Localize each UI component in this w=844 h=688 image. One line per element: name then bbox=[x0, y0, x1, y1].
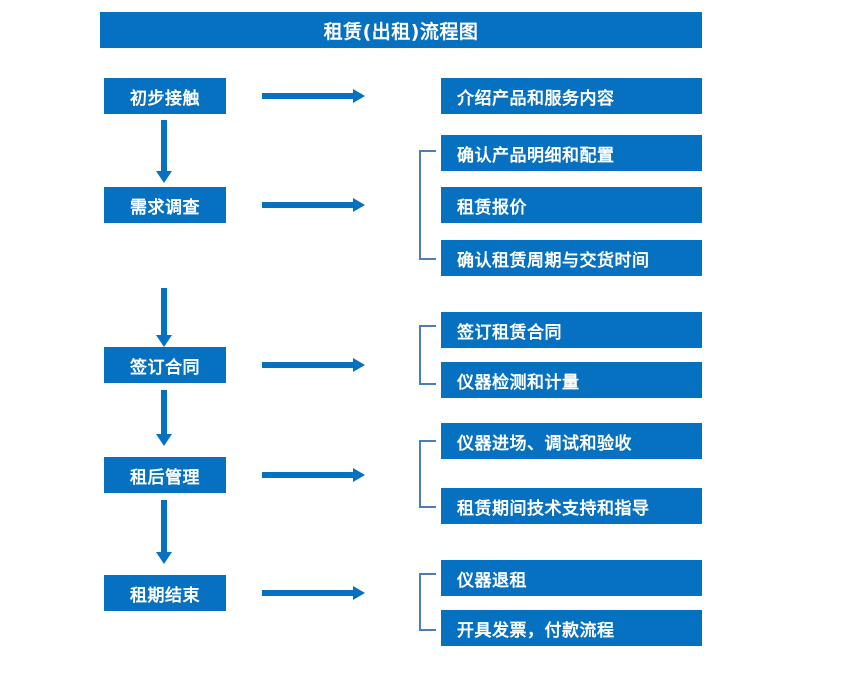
bracket-connector-4 bbox=[419, 440, 436, 508]
flow-arrow-right-5 bbox=[262, 590, 354, 596]
stage-box-1[interactable]: 初步接触 bbox=[104, 78, 226, 114]
detail-box-2-3[interactable]: 确认租赁周期与交货时间 bbox=[441, 240, 702, 276]
detail-box-2-1[interactable]: 确认产品明细和配置 bbox=[441, 135, 702, 171]
stage-box-2[interactable]: 需求调查 bbox=[104, 187, 226, 223]
detail-box-5-2[interactable]: 开具发票，付款流程 bbox=[441, 610, 702, 646]
flow-arrow-right-4 bbox=[262, 472, 354, 478]
bracket-connector-5 bbox=[419, 573, 436, 631]
flow-arrow-down-2 bbox=[161, 288, 167, 336]
bracket-connector-2 bbox=[419, 150, 436, 260]
detail-box-2-2[interactable]: 租赁报价 bbox=[441, 187, 702, 223]
detail-box-1-1[interactable]: 介绍产品和服务内容 bbox=[441, 78, 702, 114]
detail-box-3-1[interactable]: 签订租赁合同 bbox=[441, 312, 702, 348]
stage-box-5[interactable]: 租期结束 bbox=[104, 575, 226, 611]
flow-arrow-right-3 bbox=[262, 362, 354, 368]
flow-arrow-right-2 bbox=[262, 202, 354, 208]
detail-box-3-2[interactable]: 仪器检测和计量 bbox=[441, 362, 702, 398]
flow-arrow-down-3 bbox=[161, 390, 167, 435]
stage-box-3[interactable]: 签订合同 bbox=[104, 347, 226, 383]
detail-box-4-1[interactable]: 仪器进场、调试和验收 bbox=[441, 423, 702, 459]
stage-box-4[interactable]: 租后管理 bbox=[104, 457, 226, 493]
detail-box-5-1[interactable]: 仪器退租 bbox=[441, 560, 702, 596]
flow-arrow-right-1 bbox=[262, 93, 354, 99]
flow-arrow-down-4 bbox=[161, 500, 167, 553]
chart-title: 租赁(出租)流程图 bbox=[100, 12, 702, 48]
flow-arrow-down-1 bbox=[161, 120, 167, 172]
detail-box-4-2[interactable]: 租赁期间技术支持和指导 bbox=[441, 488, 702, 524]
bracket-connector-3 bbox=[419, 325, 436, 385]
